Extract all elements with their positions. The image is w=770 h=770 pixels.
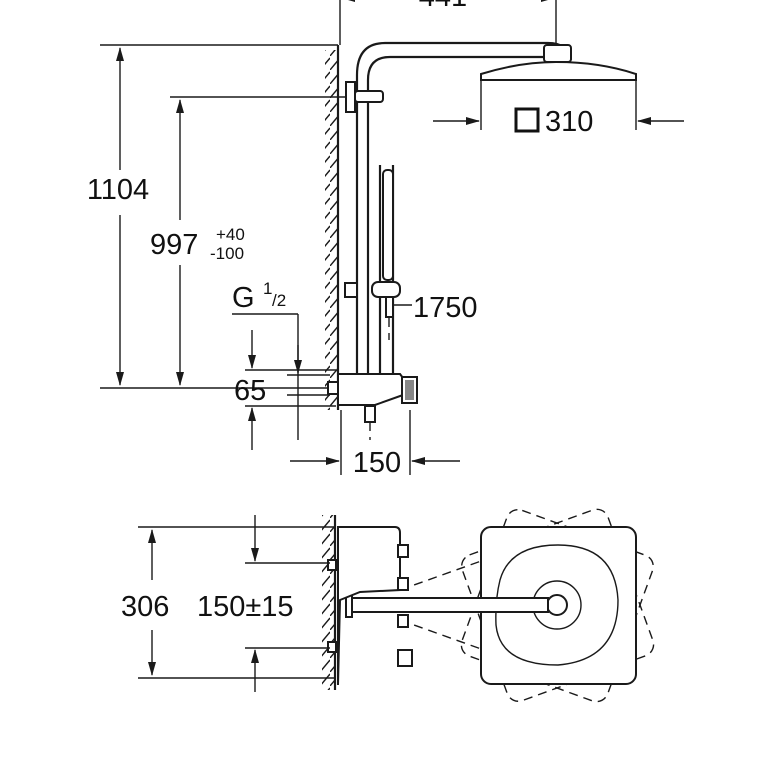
thermostat-body bbox=[337, 373, 404, 406]
wall-hatch bbox=[325, 50, 338, 410]
side-view: 441 310 1104 997 +40 -100 bbox=[87, 0, 684, 479]
tol-minus: -100 bbox=[210, 244, 244, 263]
thread-g: G bbox=[232, 282, 255, 314]
thermostat-top bbox=[337, 526, 401, 686]
wall-hatch-bottom bbox=[322, 515, 335, 690]
top-view: 306 150±15 bbox=[121, 508, 655, 703]
square-symbol-icon bbox=[514, 107, 540, 133]
dim-hose-length: 1750 bbox=[413, 292, 478, 324]
wall-bracket bbox=[345, 81, 356, 113]
thread-den: /2 bbox=[272, 291, 286, 310]
outlet-fitting bbox=[364, 405, 376, 423]
shower-arm-top bbox=[351, 597, 549, 613]
dim-inlet-spacing: 150±15 bbox=[197, 591, 294, 623]
head-joint bbox=[546, 594, 568, 616]
dim-arm-height: 997 bbox=[150, 229, 198, 261]
dim-body-height: 306 bbox=[121, 591, 169, 623]
dim-thermostat-depth: 150 bbox=[353, 447, 401, 479]
thread-num: 1 bbox=[263, 279, 272, 298]
tol-plus: +40 bbox=[216, 225, 245, 244]
dim-inlet-height: 65 bbox=[234, 375, 266, 407]
shower-head-side bbox=[480, 60, 637, 81]
dim-head-size: 310 bbox=[545, 106, 593, 138]
head-connector bbox=[543, 44, 572, 63]
spray-face bbox=[495, 544, 619, 666]
dim-arm-projection: 441 bbox=[419, 0, 467, 13]
slide-holder bbox=[371, 281, 401, 298]
hand-shower bbox=[382, 169, 394, 281]
dim-total-height: 1104 bbox=[87, 174, 149, 206]
